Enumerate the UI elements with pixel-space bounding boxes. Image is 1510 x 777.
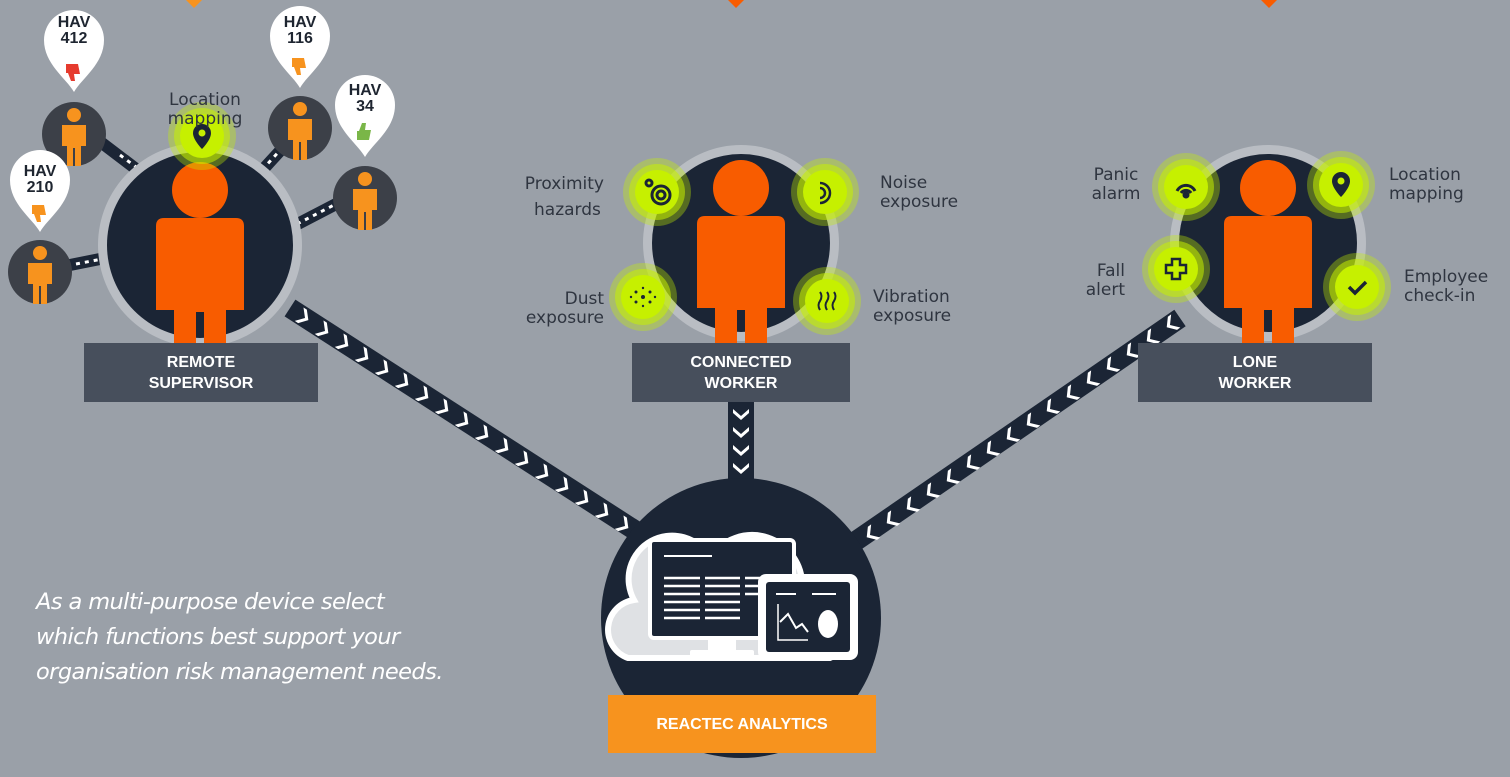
label-line: Fall	[1096, 261, 1125, 281]
medical-cross-icon	[1164, 257, 1188, 281]
label-line: exposure	[873, 306, 952, 326]
label-line: hazards	[534, 200, 601, 220]
label-line: mapping	[167, 109, 243, 129]
label-line: WORKER	[1218, 374, 1292, 392]
panic-alarm-icon	[1175, 183, 1197, 199]
check-icon	[1347, 280, 1368, 296]
employee-checkin-label: Employee check-in	[1404, 268, 1508, 306]
label-line: Panic	[1093, 165, 1139, 185]
lone-worker-node	[1142, 145, 1391, 368]
connected-worker-label: CONNECTED WORKER	[632, 343, 850, 402]
connector-supervisor-analytics	[284, 299, 656, 549]
hav-tag: HAV	[283, 14, 317, 31]
label-line: Location	[169, 90, 241, 110]
connected-worker-node	[609, 145, 861, 368]
hav-pin	[335, 75, 395, 157]
top-marker	[728, 0, 744, 8]
thumbs-up-icon	[357, 123, 371, 140]
thumbs-down-icon	[32, 205, 46, 222]
hav-pin-label: HAV 210	[10, 164, 70, 196]
label-line: alarm	[1091, 184, 1141, 204]
tagline-line: organisation risk management needs.	[36, 659, 443, 685]
hav-pin-label: HAV 34	[335, 83, 395, 115]
tagline: As a multi-purpose device select which f…	[36, 585, 556, 690]
small-worker	[268, 96, 332, 160]
supervisor-location-label: Location mapping	[155, 91, 255, 129]
hav-tag: HAV	[57, 14, 91, 31]
label-line: exposure	[880, 192, 959, 212]
label-line: exposure	[525, 308, 604, 328]
dust-icon	[629, 286, 657, 308]
proximity-hazards-label: Proximity hazards	[478, 175, 604, 220]
label-line: WORKER	[704, 374, 778, 392]
label-line: alert	[1085, 280, 1125, 300]
label-line: mapping	[1389, 184, 1464, 204]
top-marker	[1261, 0, 1277, 8]
label-line: Location	[1389, 165, 1461, 185]
label-line: Vibration	[873, 287, 950, 307]
small-worker	[8, 240, 72, 304]
hav-pin	[10, 150, 70, 232]
analytics-node	[601, 478, 881, 758]
supervisor-location-feature	[168, 102, 236, 170]
hav-tag: HAV	[348, 82, 382, 99]
label-line: LONE	[1232, 353, 1278, 371]
lone-worker-label: LONE WORKER	[1138, 343, 1372, 402]
hav-pin	[270, 6, 330, 88]
hav-tag: HAV	[23, 163, 57, 180]
label-line: check-in	[1404, 286, 1476, 306]
hav-value: 116	[287, 30, 313, 47]
label-line: Proximity	[524, 174, 604, 194]
lone-location-label: Location mapping	[1389, 166, 1499, 204]
fall-alert-label: Fall alert	[1070, 262, 1125, 300]
vibration-exposure-label: Vibration exposure	[873, 288, 1003, 326]
hav-pin-label: HAV 116	[270, 15, 330, 47]
tablet-icon	[758, 574, 858, 660]
panic-alarm-label: Panic alarm	[1076, 166, 1156, 204]
vibration-icon	[817, 291, 837, 311]
small-worker	[333, 166, 397, 230]
connector-lone-analytics	[844, 309, 1186, 554]
label-line: Dust	[564, 289, 604, 309]
noise-icon	[819, 181, 832, 205]
tagline-line: which functions best support your	[36, 624, 400, 650]
hav-value: 210	[26, 179, 54, 196]
tagline-line: As a multi-purpose device select	[36, 589, 385, 615]
thumbs-down-icon	[292, 58, 306, 75]
remote-supervisor-node	[98, 143, 302, 370]
remote-supervisor-label: REMOTE SUPERVISOR	[84, 343, 318, 402]
top-marker	[186, 0, 202, 8]
hav-value: 34	[356, 98, 374, 115]
connector-connected-analytics	[728, 402, 754, 485]
reactec-analytics-label: REACTEC ANALYTICS	[608, 695, 876, 753]
noise-exposure-label: Noise exposure	[880, 174, 1000, 212]
label-line: REMOTE	[166, 353, 236, 371]
hav-pin	[44, 10, 104, 92]
label-line: SUPERVISOR	[148, 374, 254, 392]
thumbs-down-icon	[66, 64, 80, 81]
hav-value: 412	[60, 30, 88, 47]
label-line: Noise	[880, 173, 928, 193]
dust-exposure-label: Dust exposure	[480, 290, 604, 328]
proximity-icon	[644, 178, 672, 206]
small-worker	[42, 102, 106, 166]
label-line: Employee	[1404, 267, 1489, 287]
label-line: CONNECTED	[690, 353, 792, 371]
label-line: REACTEC ANALYTICS	[656, 715, 828, 733]
hav-pin-label: HAV 412	[44, 15, 104, 47]
